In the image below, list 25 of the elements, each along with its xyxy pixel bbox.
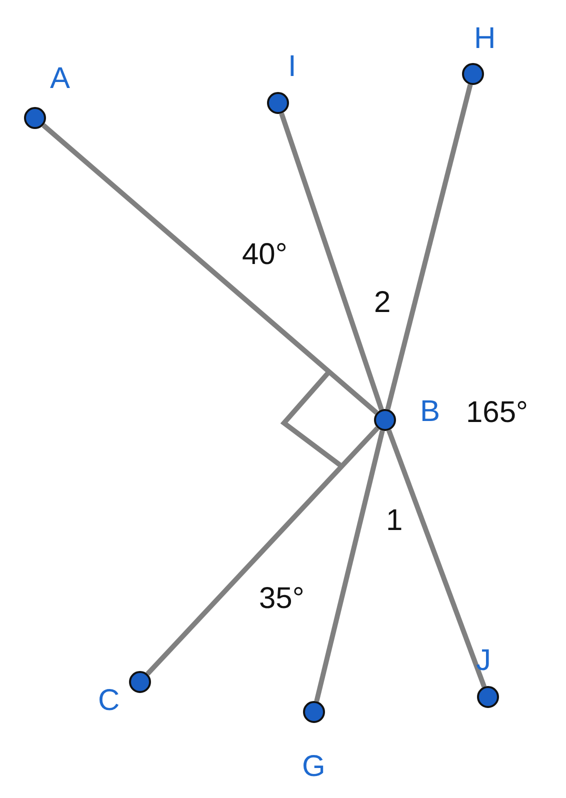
point-label: I <box>288 52 296 82</box>
line-segment <box>386 429 486 688</box>
point-label: C <box>98 686 120 716</box>
point-label: J <box>476 646 491 676</box>
point-label: G <box>302 752 326 782</box>
point <box>129 671 151 693</box>
angle-label: 35° <box>259 584 304 614</box>
line-segment <box>42 123 378 415</box>
point <box>477 686 499 708</box>
point-label: A <box>50 64 70 94</box>
point <box>462 63 484 85</box>
line-segment <box>314 430 385 702</box>
point <box>267 92 289 114</box>
angle-label: 165° <box>466 398 528 428</box>
line-segment <box>279 112 384 410</box>
line-segment <box>146 426 380 676</box>
point-label: H <box>474 24 496 54</box>
angle-label: 2 <box>374 288 391 318</box>
angle-label: 1 <box>386 506 403 536</box>
point <box>303 701 325 723</box>
point-label: B <box>420 397 440 427</box>
angle-label: 40° <box>242 240 288 270</box>
point <box>374 409 396 431</box>
line-segment <box>385 84 473 410</box>
point <box>24 107 46 129</box>
